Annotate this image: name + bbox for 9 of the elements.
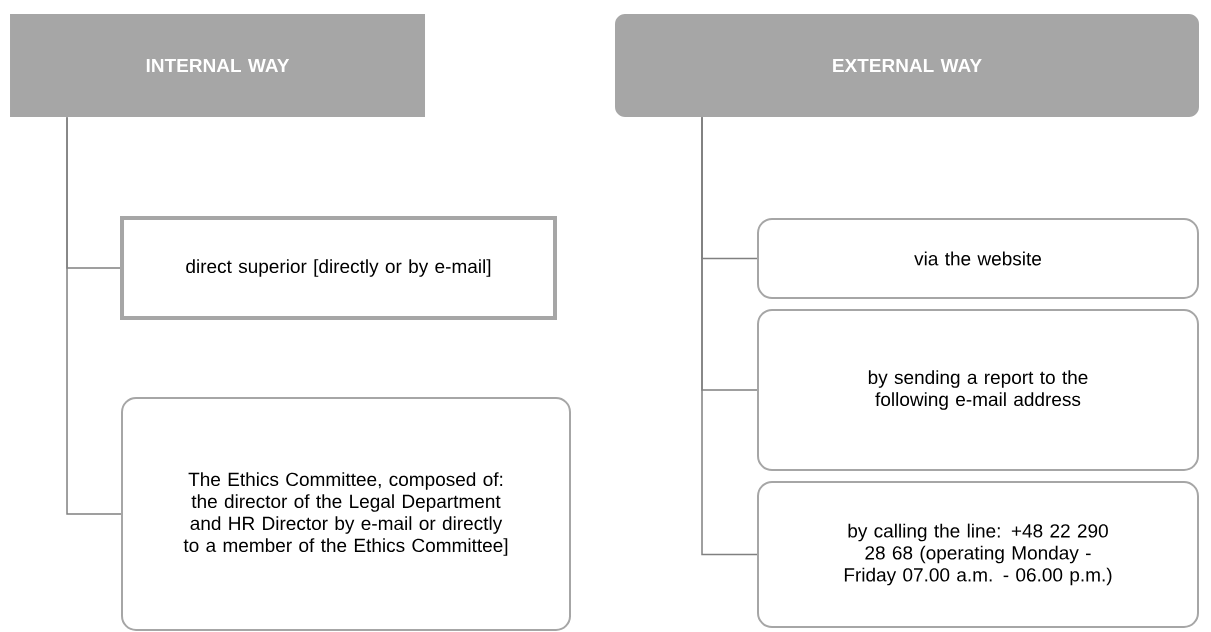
connector xyxy=(701,116,758,556)
process-box: via the website xyxy=(757,218,1199,299)
header-box: INTERNAL WAY xyxy=(10,14,425,117)
process-box: The Ethics Committee, composed of: the director of the Legal Department and HR Director by e-mail or directly to a member of the Ethics Committee] xyxy=(121,397,571,631)
header-box: EXTERNAL WAY xyxy=(615,14,1199,117)
connector xyxy=(66,116,122,515)
process-box: direct superior [directly or by e-mail] xyxy=(120,216,557,320)
process-box: by sending a report to the following e-mail address xyxy=(757,309,1199,471)
process-box: by calling the line: +48 22 290 28 68 (operating Monday - Friday 07.00 a.m. - 06.00 p.m.) xyxy=(757,481,1199,628)
